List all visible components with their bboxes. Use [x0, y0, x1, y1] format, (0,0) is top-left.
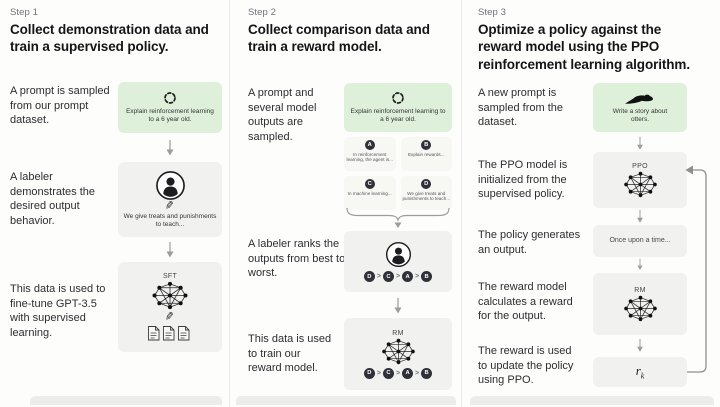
step3-prompt-text: Write a story about otters.: [612, 107, 668, 123]
output-d-text: We give treats and punishments to teach.…: [402, 190, 451, 202]
pencil-icon: ✎: [164, 198, 176, 213]
step1-prompt-text: Explain reinforcement learning to a 6 ye…: [126, 107, 214, 123]
ranking-row: D > C > A > B: [363, 271, 433, 282]
ppo-label: PPO: [632, 162, 648, 170]
output-b-badge: B: [421, 140, 432, 150]
output-a-badge: A: [364, 140, 375, 150]
output-c-box: C In machine learning...: [344, 176, 396, 210]
column-divider: [461, 0, 462, 407]
rank-2: C: [382, 271, 394, 282]
step3-ppo-box: PPO: [593, 152, 687, 208]
ranking-row: D > C > A > B: [363, 367, 433, 379]
sft-label: SFT: [162, 272, 178, 280]
step2-caption-rank: A labeler ranks the outputs from best to…: [248, 238, 346, 280]
step3-rm-box: RM: [593, 273, 687, 335]
refresh-cycle-icon: [164, 91, 176, 104]
labeler-person-icon: [385, 241, 411, 268]
step3-title: Optimize a policy against the reward mod…: [478, 22, 690, 72]
step3-reward-box: rk: [593, 357, 687, 387]
step1-labeler-box: ✎ We give treats and punishments to teac…: [118, 162, 222, 237]
output-c-badge: C: [364, 179, 375, 189]
arrow-down-icon: [637, 338, 643, 352]
rank-4: B: [421, 271, 433, 282]
step3-prompt-box: Write a story about otters.: [593, 83, 687, 132]
next-row-edge: [30, 396, 222, 405]
step2-title: Collect comparison data and train a rewa…: [248, 22, 430, 55]
rank-2: C: [382, 367, 394, 379]
arrow-down-icon: [637, 136, 643, 150]
output-b-text: Explain rewards...: [407, 151, 445, 157]
step2-prompt-text: Explain reinforcement learning to a 6 ye…: [350, 107, 446, 123]
rm-label: RM: [634, 286, 646, 294]
step1-sft-box: SFT ✎: [118, 262, 222, 352]
neural-network-icon: [381, 338, 415, 364]
arrow-down-icon: [166, 140, 174, 156]
neural-network-icon: [623, 171, 657, 197]
step3-caption-output: The policy generates an output.: [478, 229, 581, 256]
step1-prompt-box: Explain reinforcement learning to a 6 ye…: [118, 82, 222, 133]
refresh-cycle-icon: [392, 91, 404, 104]
output-d-box: D We give treats and punishments to teac…: [400, 176, 452, 210]
documents-icon: [148, 325, 190, 340]
step2-caption-prompt: A prompt and several model outputs are s…: [248, 87, 317, 144]
rank-4: B: [421, 367, 433, 379]
rm-label: RM: [392, 329, 404, 337]
rank-1: D: [363, 271, 375, 282]
step3-output-box: Once upon a time...: [593, 225, 687, 257]
step2-prompt-box: Explain reinforcement learning to a 6 ye…: [344, 83, 452, 132]
output-c-text: In machine learning...: [347, 190, 392, 196]
otter-icon: [625, 94, 653, 104]
output-a-box: A In reinforcement learning, the agent i…: [344, 137, 396, 171]
step3-caption-update: The reward is used to update the policy …: [478, 345, 574, 387]
next-row-edge: [236, 396, 456, 405]
neural-network-icon: [623, 295, 657, 321]
step3-caption-ppo: The PPO model is initialized from the su…: [478, 159, 568, 201]
brace-arrow-icon: [346, 207, 450, 228]
model-outputs-grid: A In reinforcement learning, the agent i…: [344, 137, 452, 210]
labeler-person-icon: [155, 170, 185, 200]
reward-symbol: rk: [635, 363, 645, 381]
step1-labeler-text: We give treats and punishments to teach.…: [123, 212, 217, 228]
step3-output-text: Once upon a time...: [609, 237, 671, 245]
rank-3: A: [402, 367, 414, 379]
step1-caption-labeler: A labeler demonstrates the desired outpu…: [10, 171, 95, 228]
step2-caption-train: This data is used to train our reward mo…: [248, 333, 332, 375]
output-a-text: In reinforcement learning, the agent is.…: [346, 151, 393, 163]
step1-caption-finetune: This data is used to fine-tune GPT-3.5 w…: [10, 283, 106, 340]
rank-3: A: [402, 271, 414, 282]
step3-caption-reward: The reward model calculates a reward for…: [478, 281, 573, 323]
feedback-loop-arrow-icon: [685, 165, 707, 373]
output-d-badge: D: [421, 179, 432, 189]
column-divider: [229, 0, 230, 407]
arrow-down-icon: [394, 298, 402, 314]
rank-1: D: [363, 367, 375, 379]
step1-label: Step 1: [10, 7, 39, 18]
step2-labeler-box: D > C > A > B: [344, 231, 452, 292]
step1-caption-prompt: A prompt is sampled from our prompt data…: [10, 85, 110, 127]
step2-rm-box: RM D > C > A > B: [344, 318, 452, 390]
arrow-down-icon: [166, 242, 174, 258]
step3-label: Step 3: [478, 7, 507, 18]
arrow-down-icon: [637, 209, 643, 223]
output-b-box: B Explain rewards...: [400, 137, 452, 171]
next-row-edge: [470, 396, 714, 405]
step2-label: Step 2: [248, 7, 277, 18]
arrow-down-icon: [637, 258, 643, 270]
pencil-icon: ✎: [164, 309, 176, 324]
neural-network-icon: [152, 281, 188, 309]
step3-caption-prompt: A new prompt is sampled from the dataset…: [478, 87, 563, 129]
step1-title: Collect demonstration data and train a s…: [10, 22, 209, 55]
